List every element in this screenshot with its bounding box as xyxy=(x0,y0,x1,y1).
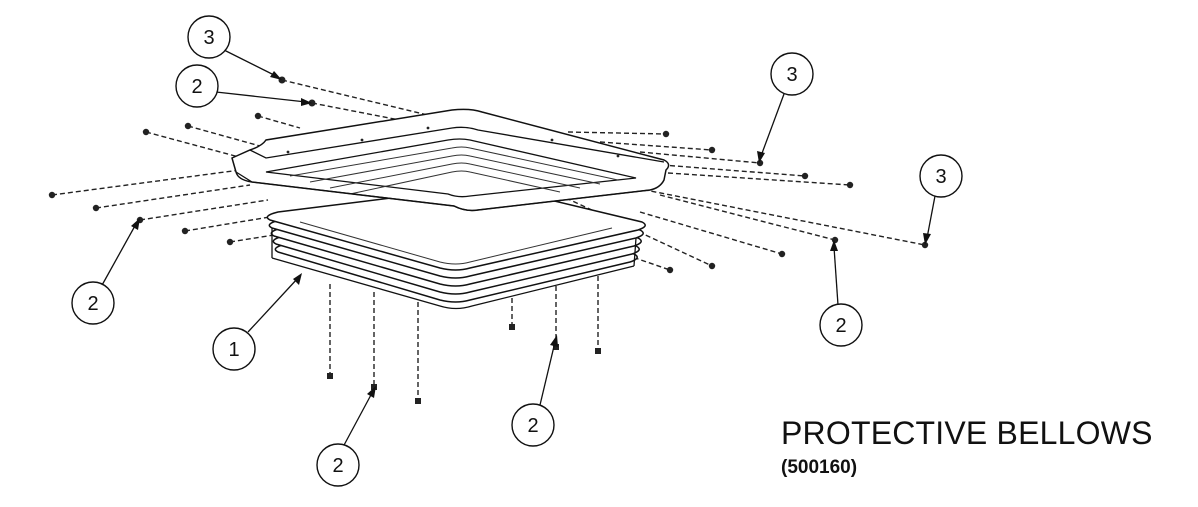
title-block: PROTECTIVE BELLOWS (500160) xyxy=(781,414,1191,481)
fastener-group-right xyxy=(489,130,929,274)
callout-balloon: 1 xyxy=(212,327,256,371)
protective-bellows-part xyxy=(231,108,670,310)
callout-label: 2 xyxy=(835,315,846,337)
callout-balloon: 2 xyxy=(175,64,219,108)
callout-label: 2 xyxy=(87,293,98,315)
callout-label: 2 xyxy=(191,76,202,98)
callout-balloon: 2 xyxy=(819,303,863,347)
drawing-title: PROTECTIVE BELLOWS xyxy=(781,415,1153,451)
callout-balloon: 3 xyxy=(919,154,963,198)
callout-balloon: 2 xyxy=(316,443,360,487)
callout-balloon: 2 xyxy=(511,403,555,447)
callout-balloon: 3 xyxy=(770,52,814,96)
callout-balloon: 2 xyxy=(71,281,115,325)
callout-label: 3 xyxy=(786,64,797,86)
fastener-group-bottom xyxy=(327,276,601,404)
callout-label: 2 xyxy=(527,415,538,437)
callout-label: 2 xyxy=(332,455,343,477)
callout-balloon: 3 xyxy=(187,15,231,59)
callout-label: 1 xyxy=(228,339,239,361)
callout-label: 3 xyxy=(203,27,214,49)
callout-label: 3 xyxy=(935,166,946,188)
leader-lines xyxy=(100,49,936,448)
part-number: (500160) xyxy=(781,457,858,478)
